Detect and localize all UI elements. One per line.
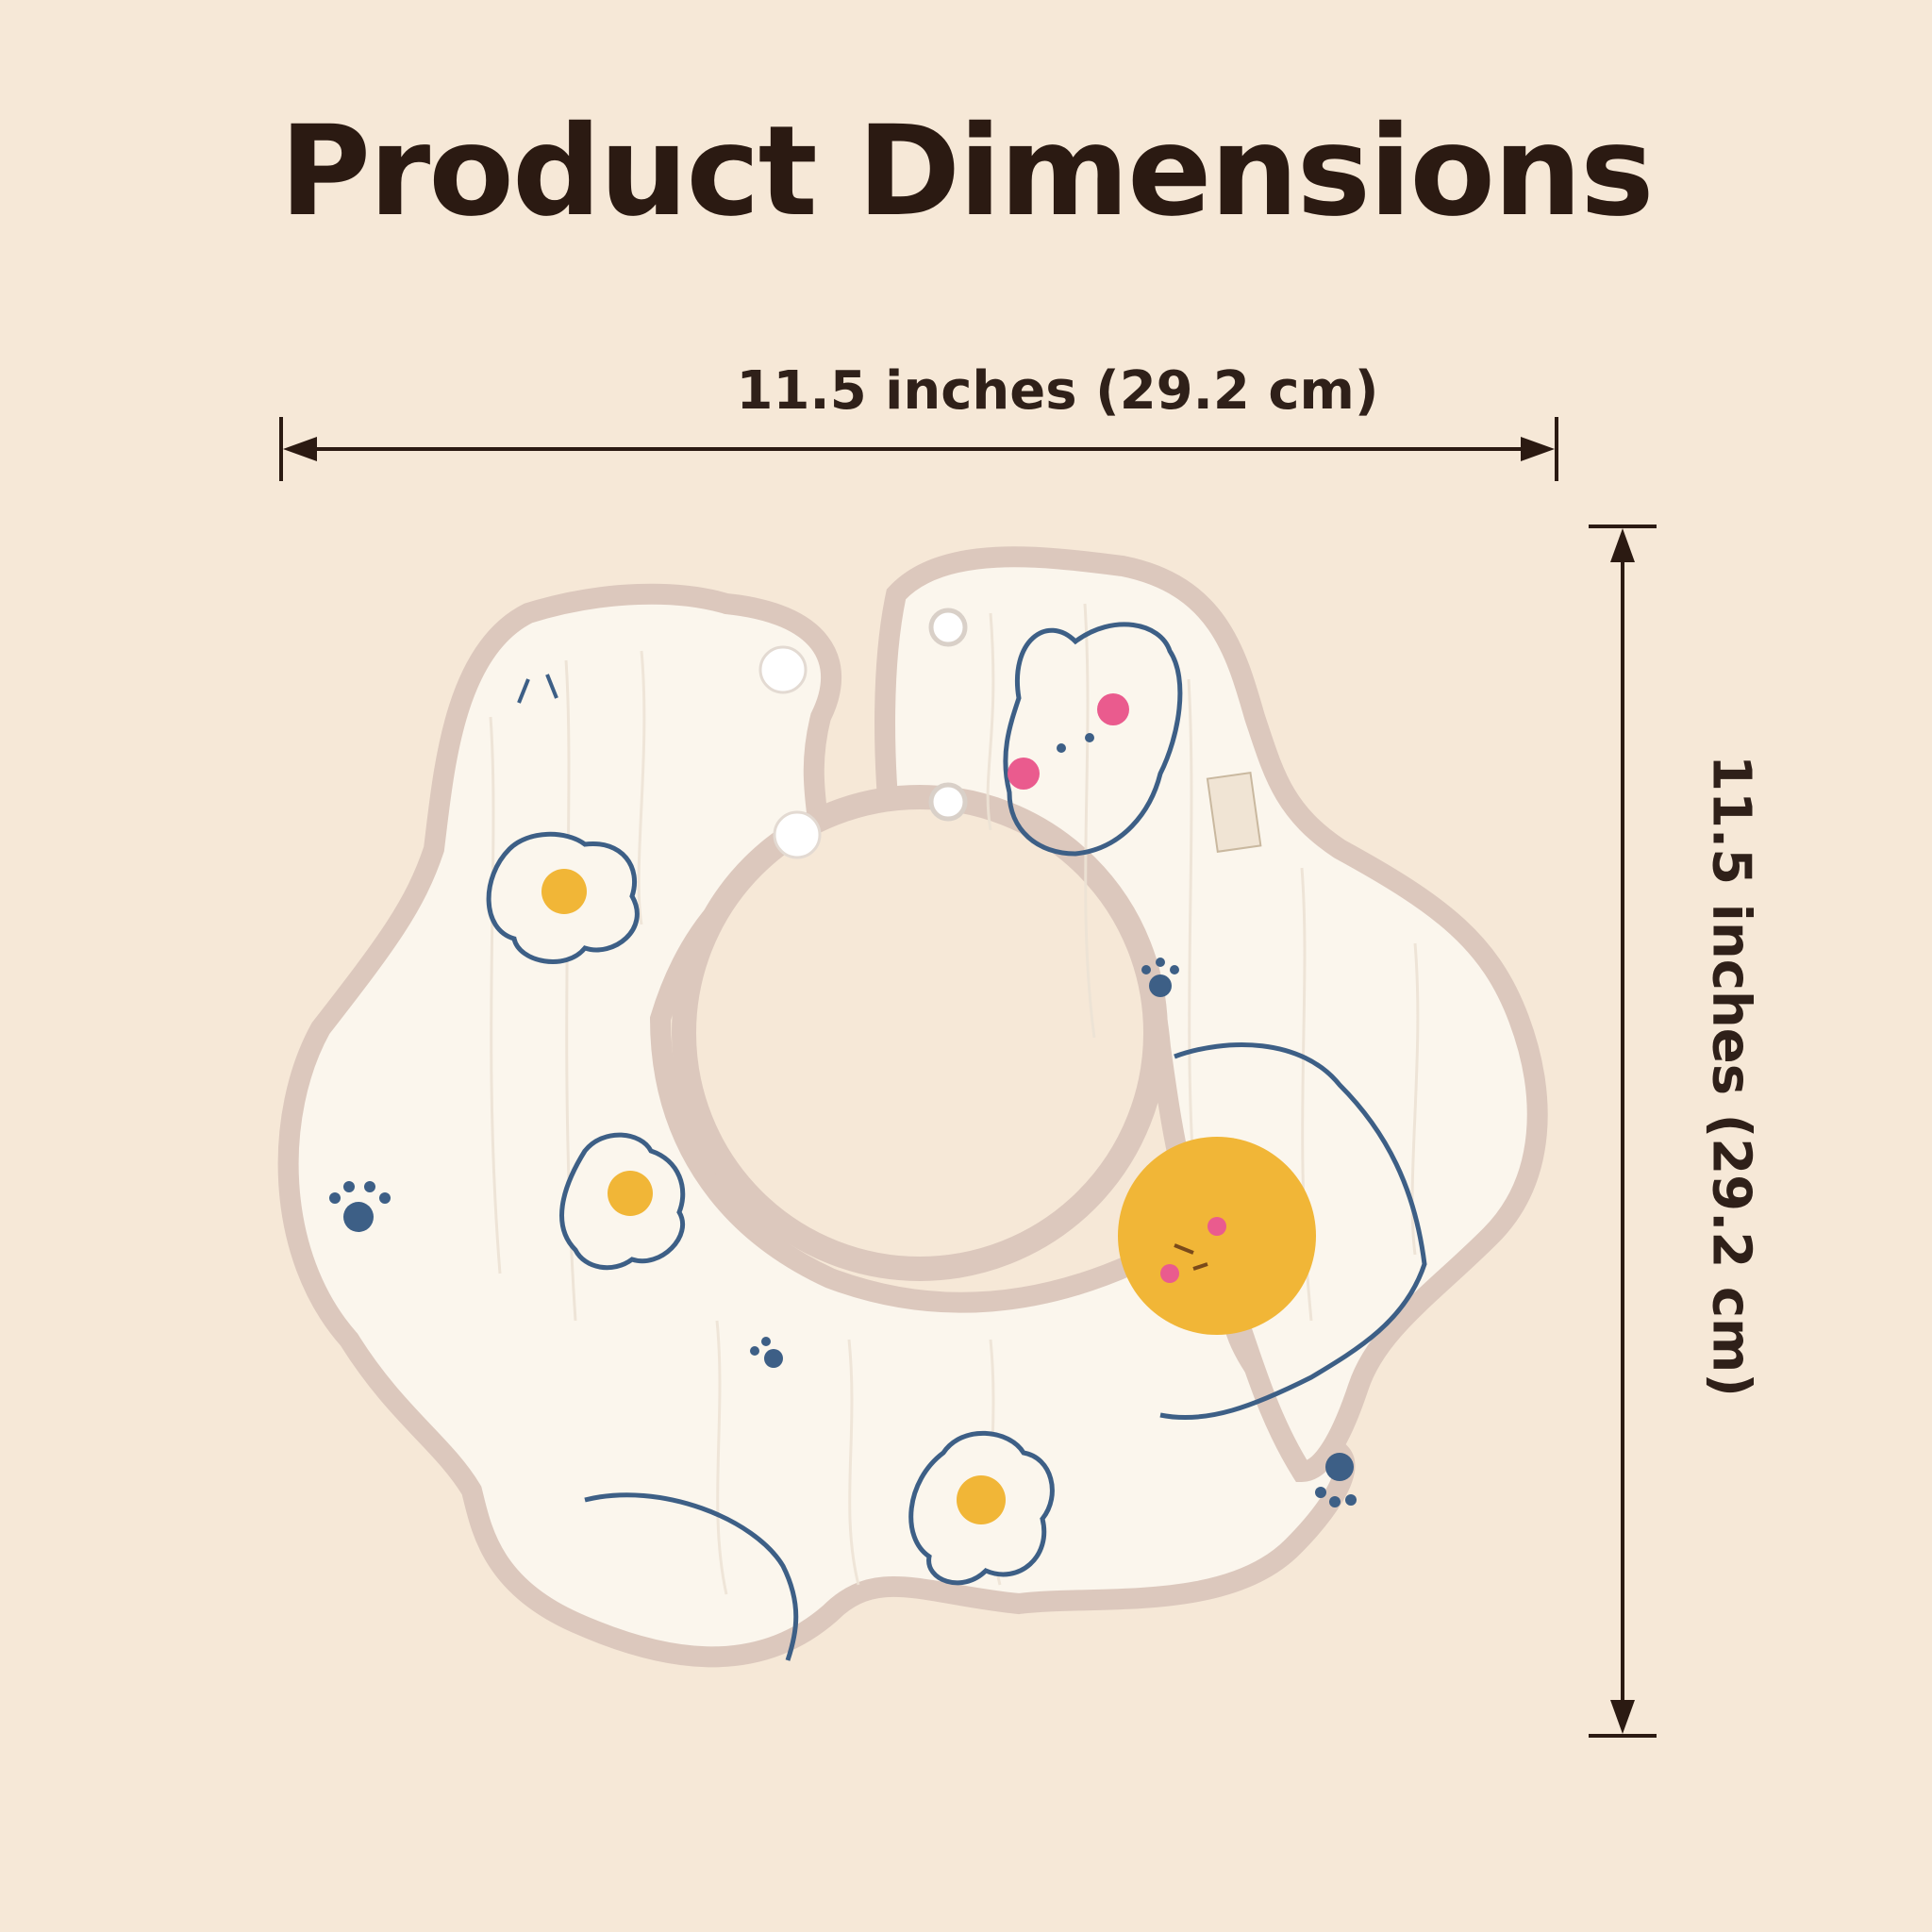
sun-face-icon [1118, 1137, 1316, 1335]
bear-face-icon [1003, 622, 1183, 857]
width-dimension-label: 11.5 inches (29.2 cm) [736, 360, 1379, 422]
page-title: Product Dimensions [279, 99, 1654, 244]
snap-button-icon [758, 608, 968, 859]
large-egg-outline [1159, 1042, 1427, 1421]
bib [277, 546, 1548, 1668]
height-arrow-icon [1589, 525, 1657, 1738]
paw-print-icon [1141, 958, 1179, 997]
bib-neck-hole [672, 785, 1168, 1281]
height-dimension-label: 11.5 inches (29.2 cm) [1700, 755, 1762, 1397]
width-arrow-icon [279, 417, 1558, 481]
paw-print-icon [750, 1337, 783, 1368]
paw-print-icon [1315, 1453, 1357, 1507]
fabric-tag [1206, 772, 1262, 853]
paw-print-icon [329, 1181, 391, 1232]
